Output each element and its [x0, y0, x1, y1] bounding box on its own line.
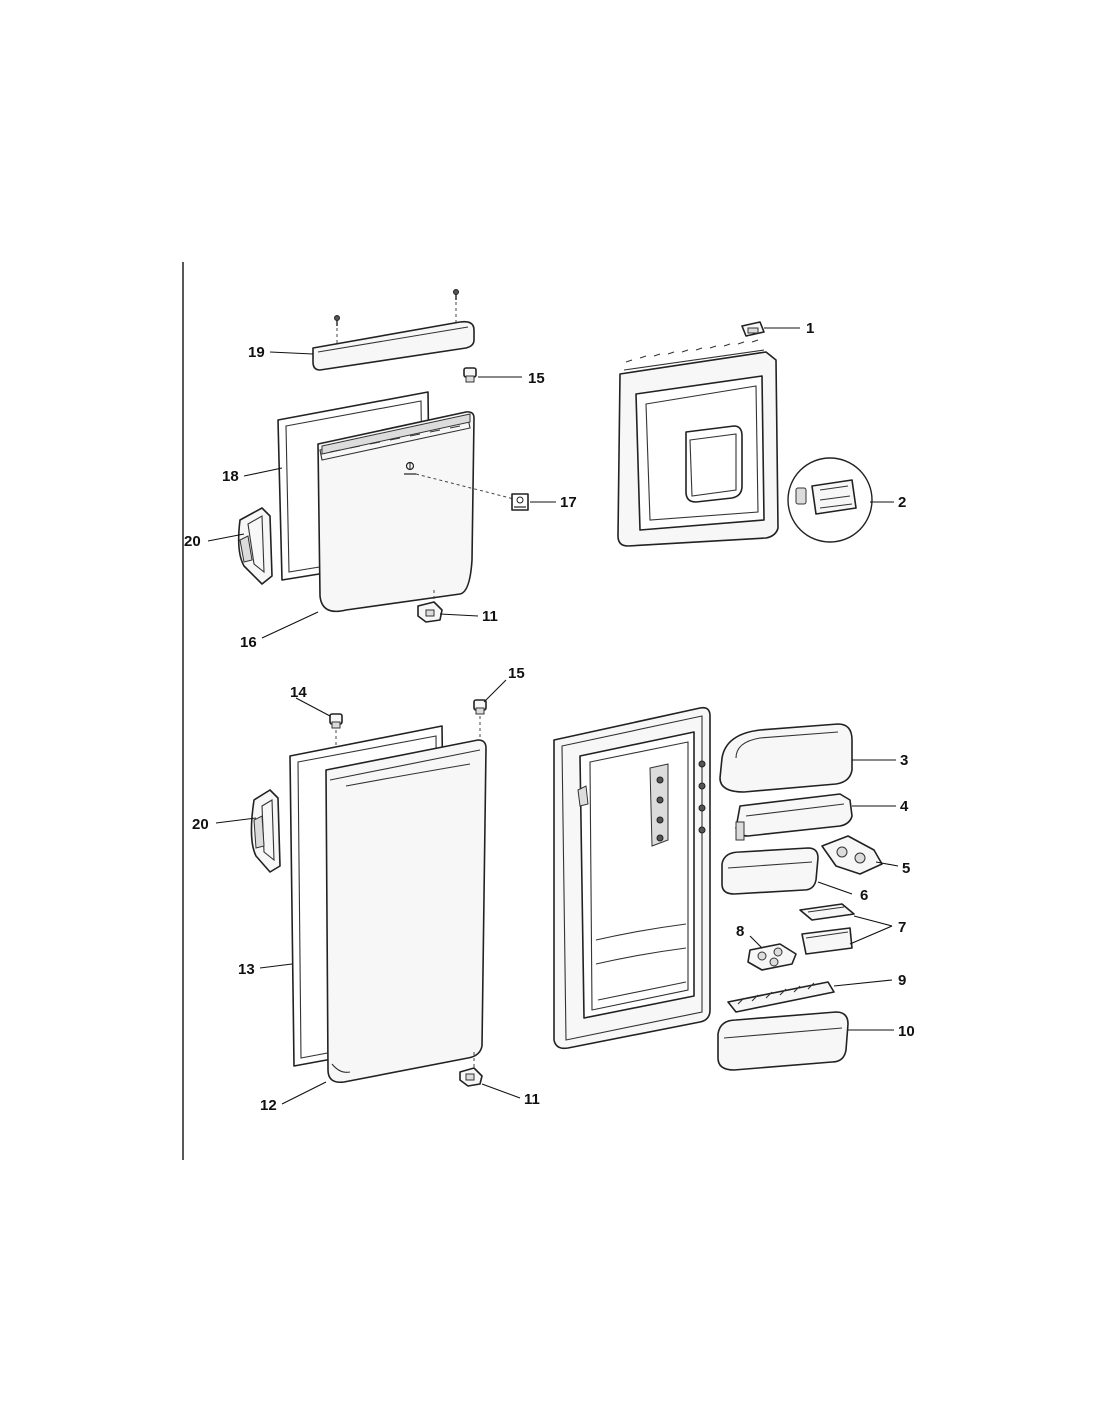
callout-20-bottom: 20 [192, 816, 209, 833]
part-12-fridge-door [325, 739, 487, 1084]
leader-lines [207, 327, 899, 1105]
callout-12: 12 [260, 1097, 277, 1114]
callout-10: 10 [898, 1023, 915, 1040]
callout-9: 9 [898, 972, 906, 989]
part-15-hinge-pin-bottom [473, 699, 487, 715]
callout-18: 18 [222, 468, 239, 485]
part-10-bottle-bin [717, 1011, 849, 1071]
callout-6: 6 [860, 887, 868, 904]
part-11-hinge-top [417, 601, 443, 623]
callout-14: 14 [290, 684, 307, 701]
part-20-handle-top [237, 507, 273, 585]
callout-11-top: 11 [482, 608, 498, 625]
part-7-lid [799, 903, 855, 921]
part-17-badge [511, 493, 529, 511]
callout-5: 5 [902, 860, 910, 877]
part-5-egg-holder [821, 835, 883, 875]
callout-3: 3 [900, 752, 908, 769]
part-20-handle-bottom [250, 789, 281, 873]
part-19-door-top-trim [312, 320, 475, 371]
callout-17: 17 [560, 494, 577, 511]
callout-11-bottom: 11 [524, 1091, 540, 1108]
callout-19: 19 [248, 344, 265, 361]
brand-logo-mark [404, 461, 416, 475]
part-1-clip [741, 321, 765, 337]
callout-1: 1 [806, 320, 814, 337]
callout-16: 16 [240, 634, 257, 651]
part-14-hinge-pin [329, 713, 343, 729]
part-15-hinge-pin-top [463, 367, 477, 383]
part-8-egg-tray [747, 943, 797, 971]
part-2-detail-circle [787, 457, 873, 543]
screws-19 [334, 289, 459, 346]
callout-2: 2 [898, 494, 906, 511]
callout-8: 8 [736, 923, 744, 940]
part-9-bottle-rail [727, 981, 835, 1013]
part-11-hinge-bottom [459, 1067, 483, 1087]
callout-15-bottom: 15 [508, 665, 525, 682]
part-3-dairy-cover [719, 723, 853, 793]
callout-7: 7 [898, 919, 906, 936]
part-7-box [801, 927, 853, 955]
callout-4: 4 [900, 798, 909, 815]
callout-15-top: 15 [528, 370, 545, 387]
callout-13: 13 [238, 961, 255, 978]
freezer-inner-door-liner [617, 339, 779, 547]
part-4-shelf [735, 793, 853, 841]
part-16-freezer-door [317, 411, 475, 613]
fridge-inner-door-liner [553, 706, 711, 1050]
callout-20-top: 20 [184, 533, 201, 550]
part-6-door-bin [721, 847, 819, 895]
